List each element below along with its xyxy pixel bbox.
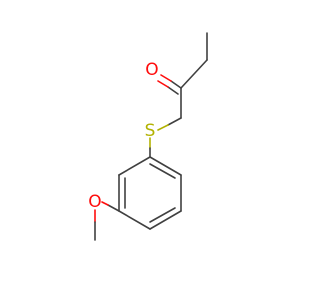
bond-c3-o-a-red bbox=[160, 74, 172, 82]
bond-ar-ome bbox=[107, 204, 120, 212]
bond-ar-ome-red bbox=[101, 201, 109, 206]
ring-bond-4 bbox=[118, 210, 151, 230]
ring-inner-1 bbox=[149, 163, 176, 179]
ring-bond-1 bbox=[149, 156, 182, 176]
bond-c3-o-a bbox=[170, 80, 182, 89]
ring-inner-2 bbox=[149, 207, 176, 223]
structure-diagram: O S O bbox=[88, 32, 208, 241]
ring-bond-3 bbox=[149, 210, 182, 230]
bond-c2-c3 bbox=[180, 59, 208, 89]
sulfur-label: S bbox=[145, 121, 156, 141]
bond-c3-o-b bbox=[167, 86, 179, 95]
bond-c4-s bbox=[167, 117, 182, 126]
ring-bond-6 bbox=[118, 156, 151, 176]
bond-c4-s-yellow bbox=[157, 124, 169, 131]
carbonyl-oxygen-label: O bbox=[145, 60, 158, 80]
bond-c3-o-b-red bbox=[157, 80, 169, 88]
methoxy-oxygen-label: O bbox=[88, 192, 101, 212]
molecule-canvas: O S O bbox=[88, 32, 208, 241]
